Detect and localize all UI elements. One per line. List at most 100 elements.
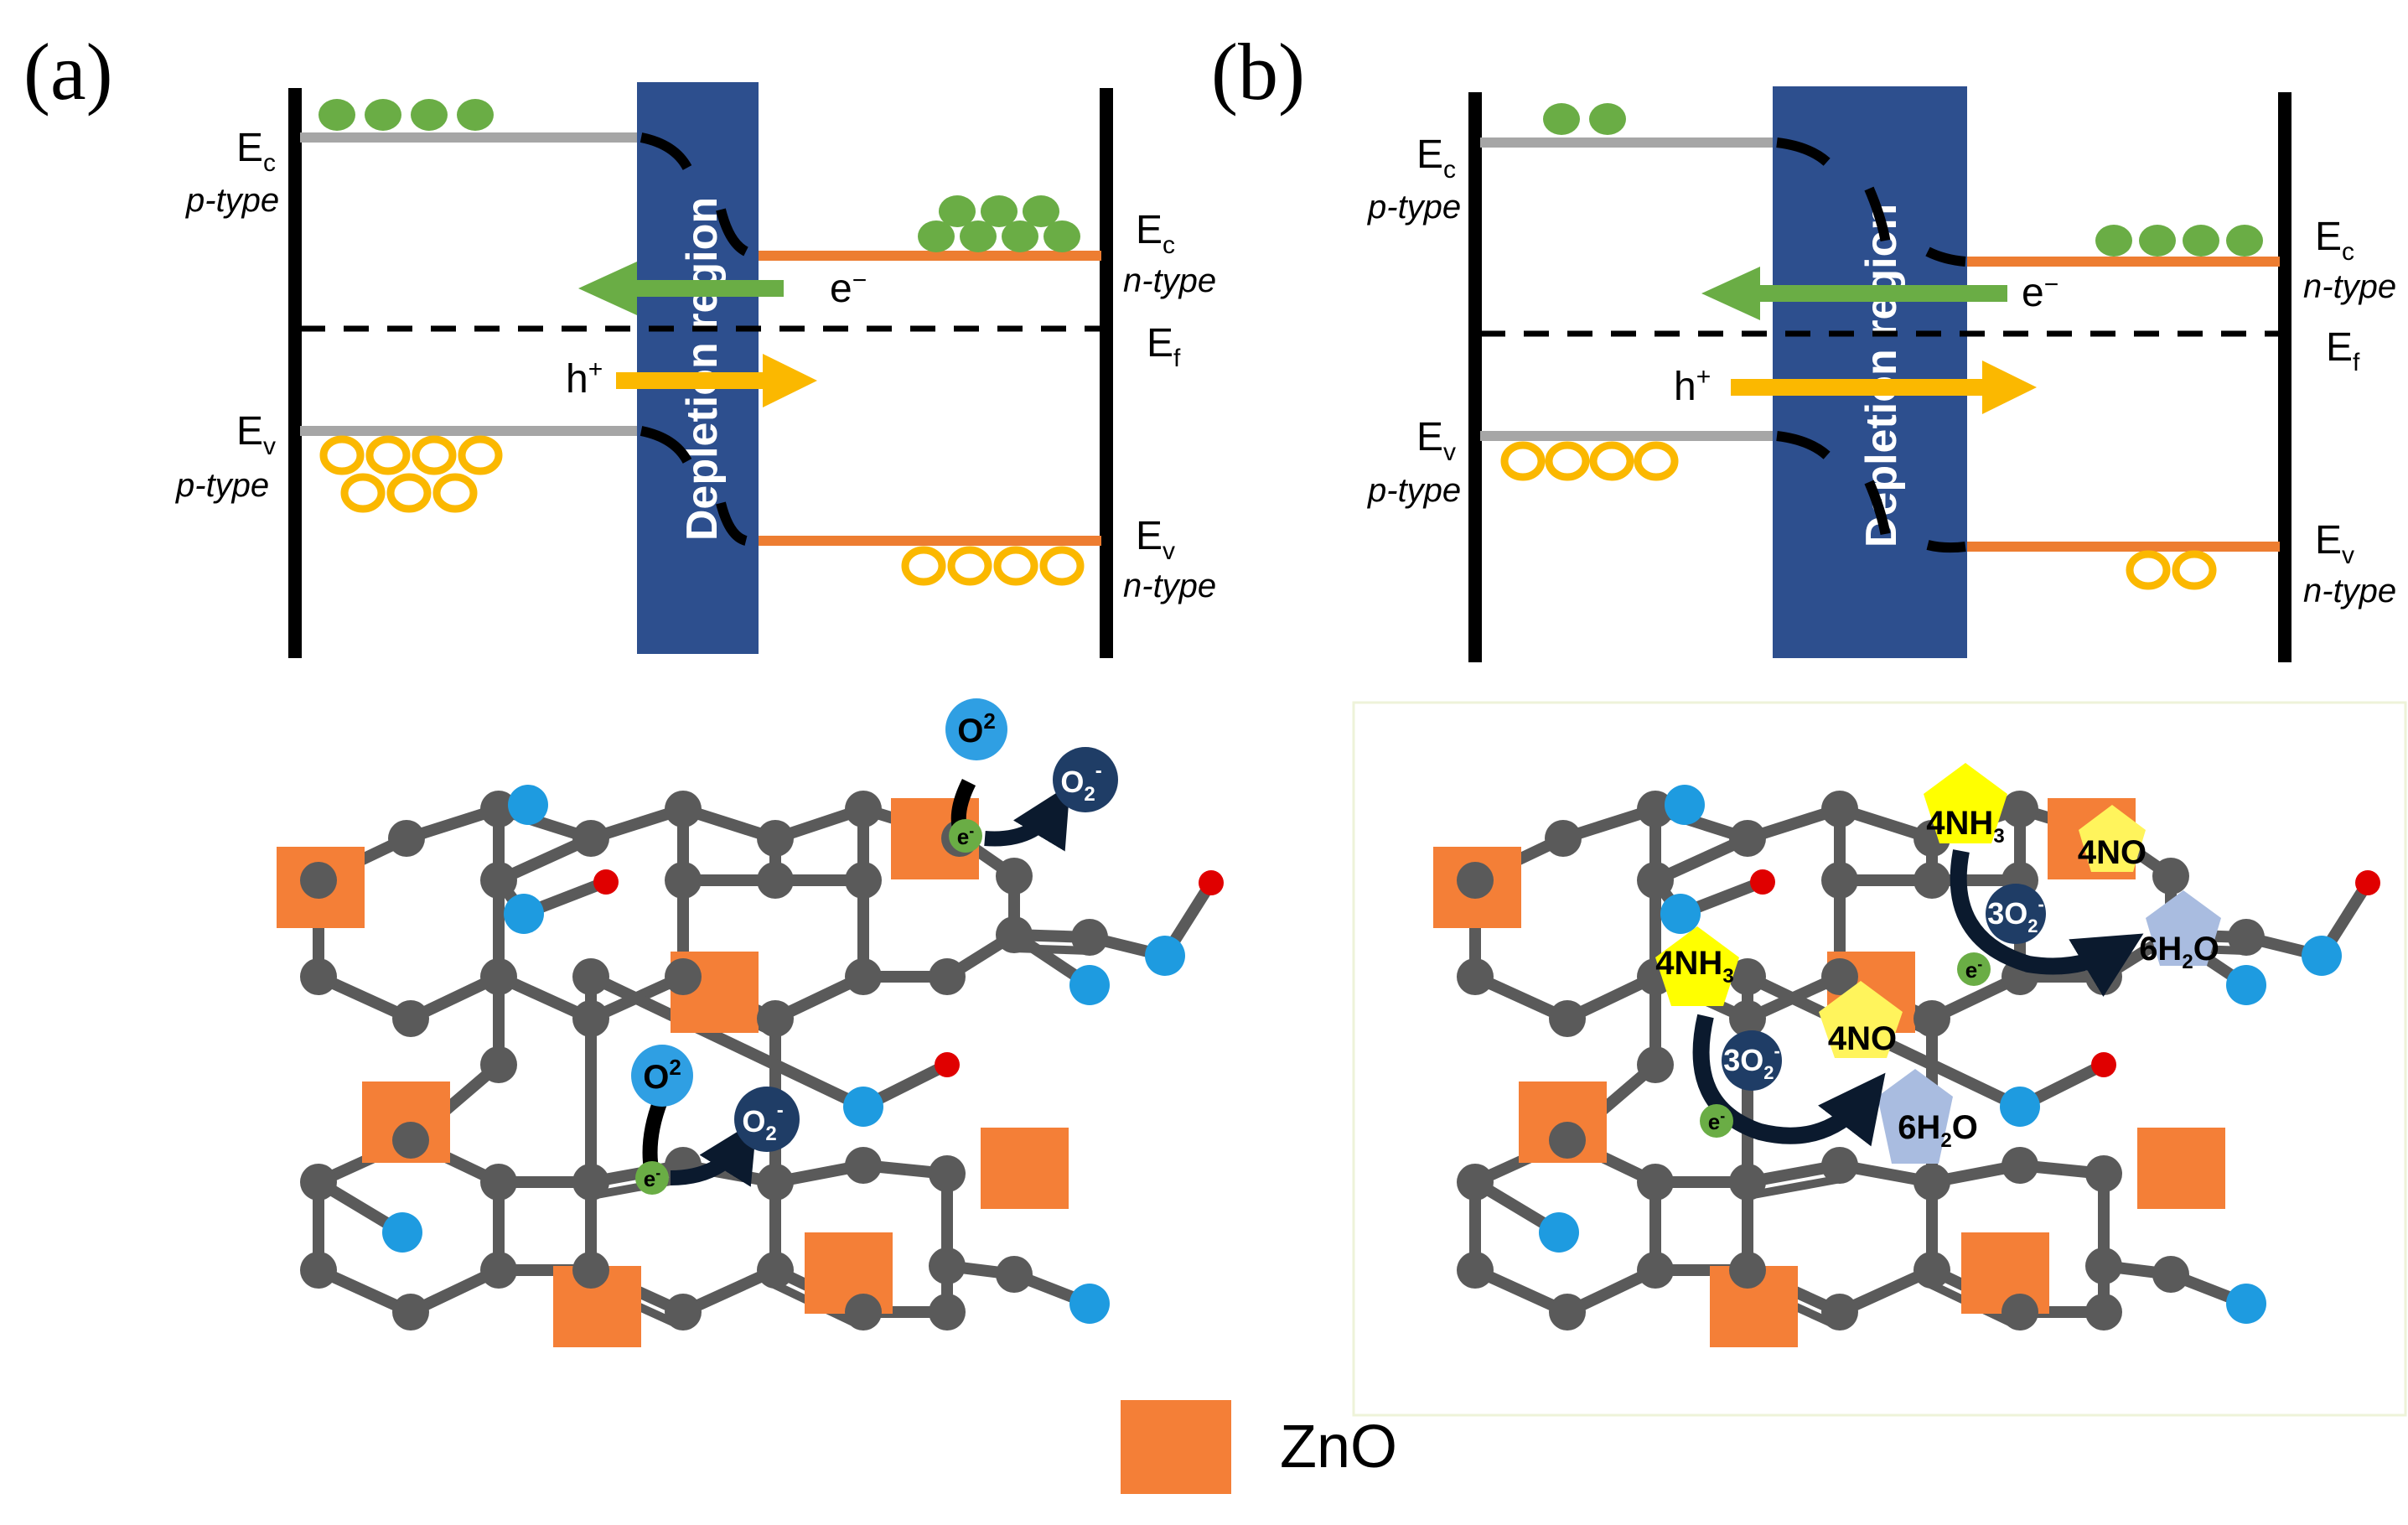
nh3-molecule-b2 [1655,926,1739,1006]
zno-particle [981,1128,1069,1209]
electron-label-b1: e- [1965,956,1982,983]
carbon-atom [572,1252,609,1289]
carbon-atom [757,1000,794,1037]
carbon-atom [1457,1164,1494,1201]
carbon-atom [388,820,425,857]
carbon-atom [1913,1164,1950,1201]
nitrogen-atom [382,1212,422,1253]
carbon-atom [1637,862,1674,899]
carbon-atom [572,958,609,995]
nitrogen-atom [1145,936,1185,976]
n-type-label-top-b: n-type [2303,268,2396,305]
nh3-molecule-b1 [1924,763,2007,843]
depletion-region-label-a: Depletion region [678,197,727,541]
o2-reduce-arrow-a2 [670,1119,758,1187]
band-bending-valence-a [640,426,748,546]
electrons-n-side-b [2095,225,2263,257]
panel-a-label: (a) [23,27,113,117]
h2o-molecule-b2 [1877,1069,1953,1164]
o2-reduce-arrow-a1 [984,784,1070,852]
electron-a1 [949,819,982,853]
o2-ion-a2 [734,1087,800,1152]
carbon-atom [845,1147,882,1184]
oxygen-atom [2091,1052,2116,1077]
carbon-atom [480,1164,517,1201]
nitrogen-atom [2226,1284,2266,1324]
nitrogen-atom [1069,965,1110,1005]
carbon-atom [2001,1147,2038,1184]
carbon-atom [392,1122,429,1159]
electron-label-a2: e- [644,1164,660,1191]
carbon-atom [2152,1256,2189,1293]
reaction-arrow-b2 [1692,1014,1886,1147]
o2-ion-label-b1: 3O2- [1987,894,2044,936]
ec-left-label-b: Ec [1416,132,1456,184]
nitrogen-atom [2226,965,2266,1005]
carbon-atom [757,1164,794,1201]
ev-right-label-a: Ev [1136,514,1175,565]
carbon-atom [1729,958,1766,995]
carbon-atom [1729,1252,1766,1289]
carbon-atom [929,1294,966,1330]
electron-label-b2: e- [1708,1107,1725,1134]
double-bond [1745,1174,1846,1200]
n-type-label-bottom-b: n-type [2303,573,2396,609]
o2-ion-label-a2: O2- [742,1099,783,1145]
carbon-atom [1549,1000,1586,1037]
carbon-atom [1457,1252,1494,1289]
hole-arrow-a [616,354,817,407]
carbon-atom [845,791,882,827]
oxygen-atom [2355,870,2380,895]
ev-right-label-b: Ev [2315,518,2354,569]
nitrogen-atom [1069,1284,1110,1324]
oxygen-atom [593,869,619,895]
carbon-atom [665,862,702,899]
carbon-atom [757,862,794,899]
bond [585,971,869,1113]
electrons-p-side-b [1543,103,1626,135]
carbon-atom [1729,1000,1766,1037]
reaction-arrow-b1 [1950,849,2144,997]
oxygen-atom [935,1052,960,1077]
carbon-atom [1071,919,1108,956]
carbon-atom [1637,1252,1674,1289]
holes-n-side-a [901,546,1085,586]
electron-label-a: e− [830,267,867,311]
electron-a2 [635,1161,669,1195]
carbon-atom [1729,1164,1766,1201]
h2o-label-b2: 6H2O [1898,1109,1978,1152]
carbon-atom [665,1294,702,1330]
nitrogen-atom [2302,936,2342,976]
hole-label-b: h+ [1674,363,1711,409]
carbon-atom [1821,791,1858,827]
carbon-atom [392,1294,429,1330]
zno-particle [805,1232,893,1314]
panel-b-structure-frame [1352,701,2407,1417]
nitrogen-atom [1660,894,1701,934]
carbon-atom [300,862,337,899]
carbon-atom [2001,791,2038,827]
nitrogen-atom [508,785,548,825]
ec-right-label-a: Ec [1136,208,1175,259]
carbon-atom [1913,862,1950,899]
carbon-atom [929,958,966,995]
carbon-atom [2001,1294,2038,1330]
holes-p-side-b [1500,441,1679,481]
panel-a-structure: O2 O2- e- O2 O2- e- [277,698,1224,1347]
carbon-atom [480,791,517,827]
carbon-atom [757,820,794,857]
o2-ion-b1 [1986,884,2046,944]
carbon-atom [392,1000,429,1037]
electron-arrow-a [578,262,784,315]
holes-n-side-b [2126,550,2217,590]
carbon-atom [572,1164,609,1201]
carbon-atom [1637,1164,1674,1201]
carbon-atom [480,862,517,899]
o2-label-a1: O2 [957,708,996,750]
electrons-p-side-a [318,99,494,131]
carbon-atom [300,1252,337,1289]
carbon-atom [1637,1046,1674,1083]
carbon-atom [480,958,517,995]
carbon-atom [1729,820,1766,857]
